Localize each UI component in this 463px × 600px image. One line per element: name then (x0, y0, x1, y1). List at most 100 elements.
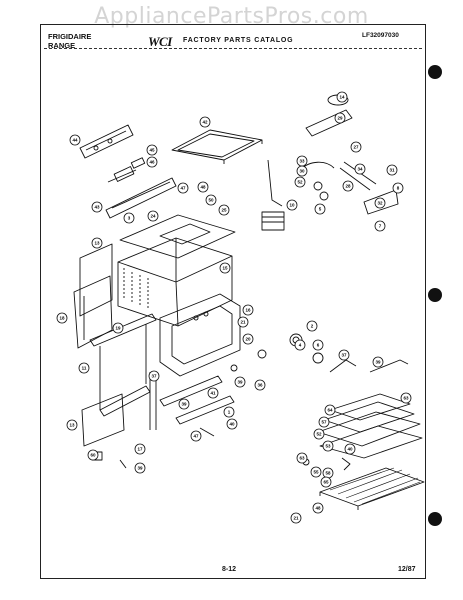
callout-circle (197, 181, 209, 193)
callout-label: 47 (193, 434, 199, 439)
callout-label: 46 (149, 160, 155, 165)
callout-37: 37 (148, 370, 160, 382)
callout-15: 15 (219, 262, 231, 274)
callout-circle (146, 144, 158, 156)
callout-6: 6 (312, 339, 324, 351)
callout-label: 11 (82, 366, 87, 371)
small-parts (91, 349, 351, 471)
callout-label: 37 (341, 353, 347, 358)
wci-logo: WCI (148, 34, 172, 49)
oven-top-panel (119, 214, 236, 259)
callout-circle (207, 387, 219, 399)
callout-label: 4 (299, 343, 302, 348)
callout-7: 7 (374, 220, 386, 232)
callout-label: 52 (316, 432, 322, 437)
callout-label: 18 (59, 316, 65, 321)
frame-parts (81, 313, 157, 447)
callout-circle (223, 406, 235, 418)
callout-24: 24 (147, 210, 159, 222)
callout-circle (286, 199, 298, 211)
callout-circle (344, 443, 356, 455)
callout-53: 53 (322, 440, 334, 452)
callout-label: 28 (345, 184, 351, 189)
callout-circle (147, 210, 159, 222)
callout-label: 21 (240, 320, 246, 325)
callout-11: 11 (78, 362, 90, 374)
callout-circle (342, 180, 354, 192)
callout-circle (199, 116, 211, 128)
callout-label: 25 (221, 208, 227, 213)
callout-label: 55 (313, 470, 319, 475)
callout-circle (350, 141, 362, 153)
callout-circle (69, 134, 81, 146)
callout-label: 39 (237, 380, 243, 385)
callout-circle (190, 430, 202, 442)
valve-parts (107, 157, 146, 183)
callout-2: 2 (306, 320, 318, 332)
brand-block: FRIGIDAIRE RANGE (48, 32, 91, 50)
callout-circle (112, 322, 124, 334)
header-rule (44, 48, 422, 49)
callout-circle (334, 112, 346, 124)
callout-circle (294, 176, 306, 188)
callout-circle (372, 356, 384, 368)
callout-28: 28 (342, 180, 354, 192)
callout-10: 10 (286, 199, 298, 211)
callout-label: 37 (151, 374, 157, 379)
callout-circle (320, 476, 332, 488)
callout-label: 64 (327, 408, 333, 413)
callout-circle (322, 440, 334, 452)
oven-door (159, 293, 241, 377)
callout-circle (205, 194, 217, 206)
callout-31: 31 (386, 164, 398, 176)
callout-label: 27 (353, 145, 359, 150)
callout-circle (123, 212, 135, 224)
callout-label: 5 (319, 207, 322, 212)
callout-label: 42 (202, 120, 208, 125)
callout-label: 39 (375, 360, 381, 365)
callout-circle (374, 220, 386, 232)
callout-63: 63 (400, 392, 412, 404)
callout-60: 60 (87, 449, 99, 461)
binder-hole-icon (428, 512, 442, 526)
callout-47: 47 (177, 182, 189, 194)
callout-label: 2 (311, 324, 314, 329)
callout-48: 48 (312, 502, 324, 514)
callout-label: 47 (180, 186, 186, 191)
callout-circle (134, 443, 146, 455)
callout-circle (296, 452, 308, 464)
callout-64: 64 (324, 404, 336, 416)
callout-circle (290, 512, 302, 524)
catalog-date: 12/87 (398, 566, 416, 573)
callout-label: 21 (293, 516, 299, 521)
callout-circle (336, 91, 348, 103)
callout-label: 19 (115, 326, 121, 331)
callout-4: 4 (294, 339, 306, 351)
callout-label: 48 (315, 506, 321, 511)
callout-42: 42 (199, 116, 211, 128)
callout-label: 45 (149, 148, 155, 153)
callout-circle (313, 428, 325, 440)
callout-41: 41 (207, 387, 219, 399)
callout-label: 29 (337, 116, 343, 121)
callout-label: 39 (137, 466, 143, 471)
callout-43: 43 (91, 201, 103, 213)
callout-14: 14 (336, 91, 348, 103)
callout-label: 48 (200, 185, 206, 190)
callout-57: 57 (318, 416, 330, 428)
callout-label: 16 (245, 308, 251, 313)
callout-label: 20 (245, 337, 251, 342)
callout-58: 58 (322, 467, 334, 479)
callout-label: 41 (210, 391, 216, 396)
callout-label: 33 (299, 159, 305, 164)
callout-circle (219, 262, 231, 274)
callout-55: 55 (310, 466, 322, 478)
backguard-part (79, 124, 134, 159)
callout-circle (146, 156, 158, 168)
callout-label: 52 (297, 180, 303, 185)
side-panel-left (73, 243, 113, 349)
callout-label: 3 (128, 216, 131, 221)
callout-39: 39 (178, 398, 190, 410)
callout-39: 39 (234, 376, 246, 388)
callout-16: 16 (242, 304, 254, 316)
